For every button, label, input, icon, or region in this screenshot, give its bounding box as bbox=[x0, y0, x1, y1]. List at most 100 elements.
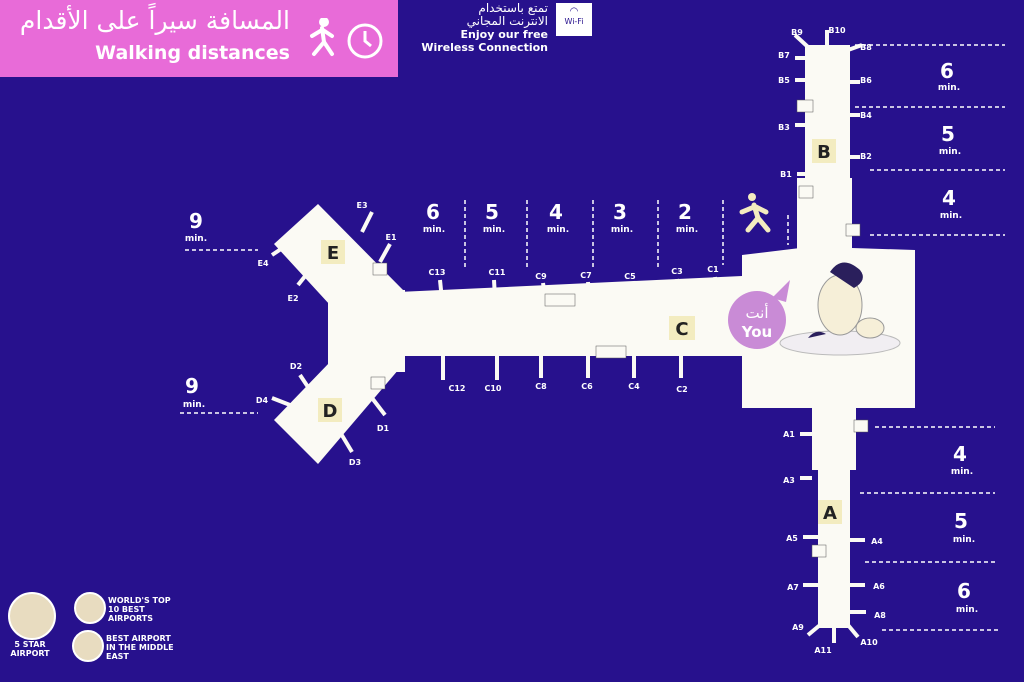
statue-illustration bbox=[779, 262, 901, 356]
gate-label: C3 bbox=[671, 267, 682, 276]
gate-label: D3 bbox=[349, 458, 361, 467]
gate-label: C5 bbox=[624, 272, 636, 281]
minutes-unit: min. bbox=[953, 535, 975, 545]
minutes-unit: min. bbox=[951, 467, 973, 477]
gate-label: A3 bbox=[783, 476, 795, 485]
restroom-icon bbox=[853, 419, 869, 433]
gate-label: A5 bbox=[786, 534, 798, 543]
minutes-value: 4 bbox=[942, 186, 956, 210]
concourse-a-label: A bbox=[823, 503, 837, 524]
minutes-unit: min. bbox=[423, 225, 445, 235]
concourse-c bbox=[398, 276, 742, 356]
concourse-c-label: C bbox=[675, 319, 688, 340]
minutes-unit: min. bbox=[939, 147, 961, 157]
gate-label: C2 bbox=[676, 385, 687, 394]
gate-label: E1 bbox=[385, 233, 396, 242]
gate-label: C10 bbox=[484, 384, 501, 393]
restroom-icon bbox=[372, 262, 388, 276]
gate-label: B5 bbox=[778, 76, 790, 85]
gate-label: A1 bbox=[783, 430, 795, 439]
gate-label: A4 bbox=[871, 537, 883, 546]
gate-label: A9 bbox=[792, 623, 804, 632]
gate-label: B2 bbox=[860, 152, 872, 161]
gate-label: A11 bbox=[814, 646, 832, 655]
minutes-value: 3 bbox=[613, 200, 627, 224]
restroom-icon bbox=[845, 223, 861, 237]
minutes-unit: min. bbox=[940, 211, 962, 221]
minutes-unit: min. bbox=[611, 225, 633, 235]
middle-east-seal bbox=[72, 630, 104, 662]
concourse-b-label: B bbox=[817, 142, 831, 163]
wifi-line2-ar: الانترنت المجاني bbox=[466, 14, 548, 28]
gate-label: C12 bbox=[448, 384, 465, 393]
you-label-ar: أنت bbox=[745, 303, 768, 322]
gate-label: C13 bbox=[428, 268, 445, 277]
restroom-icon bbox=[811, 544, 827, 558]
minutes-unit: min. bbox=[676, 225, 698, 235]
restroom-icon bbox=[798, 185, 814, 199]
five-star-seal bbox=[8, 592, 56, 640]
gate-label: D2 bbox=[290, 362, 302, 371]
restroom-icon bbox=[370, 376, 386, 390]
header-title-en: Walking distances bbox=[95, 42, 290, 64]
gate-label: D4 bbox=[256, 396, 269, 405]
minutes-unit: min. bbox=[547, 225, 569, 235]
gate-labels: B9 B10 B8 B7 B6 B5 B4 B3 B2 B1 A1 A3 A4 … bbox=[256, 26, 886, 655]
wifi-icon: ◠ Wi-Fi bbox=[556, 3, 592, 36]
amenity-icons bbox=[370, 99, 869, 558]
clock-icon bbox=[347, 23, 383, 59]
gate-label: B4 bbox=[860, 111, 872, 120]
gate-label: D1 bbox=[377, 424, 390, 433]
gate-label: C1 bbox=[707, 265, 719, 274]
wifi-notice: تمتع باستخدام الانترنت المجاني Enjoy our… bbox=[405, 1, 548, 55]
gate-label: B7 bbox=[778, 51, 790, 60]
wifi-line1-en: Enjoy our free bbox=[460, 28, 548, 41]
restroom-icon bbox=[595, 345, 627, 359]
gate-label: B10 bbox=[828, 26, 846, 35]
top10-seal bbox=[74, 592, 106, 624]
gate-label: A10 bbox=[860, 638, 878, 647]
gate-label: B1 bbox=[780, 170, 792, 179]
minutes-value: 6 bbox=[957, 579, 971, 603]
minutes-value: 6 bbox=[426, 200, 440, 224]
header-title-ar: المسافة سيراً على الأقدام bbox=[19, 6, 290, 35]
concourse-e-label: E bbox=[327, 243, 339, 264]
shop-icon bbox=[544, 293, 576, 307]
you-label-en: You bbox=[741, 323, 772, 341]
restroom-icon bbox=[796, 99, 814, 113]
minutes-unit: min. bbox=[183, 400, 205, 410]
middle-east-label: BEST AIRPORT IN THE MIDDLE EAST bbox=[106, 634, 174, 661]
minutes-value: 9 bbox=[189, 209, 203, 233]
distance-dividers bbox=[180, 44, 1005, 631]
wifi-line1-ar: تمتع باستخدام bbox=[478, 1, 548, 15]
gate-label: E3 bbox=[356, 201, 367, 210]
walking-person-icon bbox=[310, 18, 334, 56]
gate-label: E2 bbox=[287, 294, 298, 303]
walking-distances-header: المسافة سيراً على الأقدام Walking distan… bbox=[0, 0, 398, 77]
gate-label: C4 bbox=[628, 382, 640, 391]
gate-label: A8 bbox=[874, 611, 886, 620]
gate-label: B8 bbox=[860, 43, 872, 52]
minutes-value: 5 bbox=[941, 122, 955, 146]
junction bbox=[328, 288, 405, 372]
gate-label: B9 bbox=[791, 28, 803, 37]
gate-stubs bbox=[270, 30, 866, 643]
gate-label: B3 bbox=[778, 123, 790, 132]
gate-label: C8 bbox=[535, 382, 547, 391]
top10-label: WORLD'S TOP 10 BEST AIRPORTS bbox=[108, 596, 171, 623]
minutes-value: 4 bbox=[549, 200, 563, 224]
gate-label: B6 bbox=[860, 76, 872, 85]
minutes-unit: min. bbox=[938, 83, 960, 93]
five-star-label: 5 STAR AIRPORT bbox=[10, 640, 50, 658]
you-are-here-marker: أنت You bbox=[728, 280, 790, 349]
minutes-value: 4 bbox=[953, 442, 967, 466]
minutes-value: 2 bbox=[678, 200, 692, 224]
gate-label: C6 bbox=[581, 382, 593, 391]
minutes-unit: min. bbox=[483, 225, 505, 235]
walking-person-icon bbox=[739, 193, 771, 233]
minutes-unit: min. bbox=[185, 234, 207, 244]
minutes-value: 5 bbox=[954, 509, 968, 533]
minutes-value: 6 bbox=[940, 59, 954, 83]
